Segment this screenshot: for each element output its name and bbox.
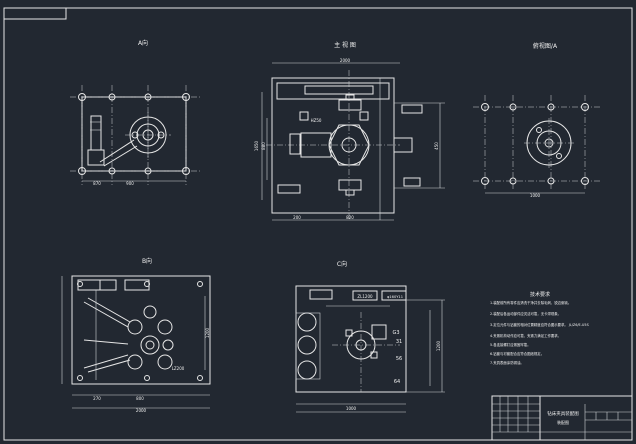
view-d-base xyxy=(295,285,407,393)
corner-tag-box xyxy=(3,7,67,20)
main-view-label: 主 视 图 xyxy=(334,41,356,49)
note-1: 1.装配前所有零件应清洗干净并去除毛刺，锐边倒钝。 xyxy=(490,300,571,305)
dim-c-right: 800 xyxy=(136,396,144,401)
note-6: 6.钻套与衬套配合应符合图纸规定。 xyxy=(490,351,544,356)
ann-d-center: G3 xyxy=(392,330,399,336)
note-2: 2.装配后各运动部件应灵活可靠，无卡滞现象。 xyxy=(490,311,561,316)
dim-c-total: 2000 xyxy=(136,408,147,413)
notes-title: 技术要求 xyxy=(530,291,550,298)
dim-main-left-a: 1650 xyxy=(254,140,259,151)
view-c: B向 1200 270 800 2000 LZ200 xyxy=(61,257,211,413)
ann-d-table: ZL1200 xyxy=(357,294,373,299)
view-b-label: 俯视图/A xyxy=(533,42,558,50)
title-block-name: 钻床夹具装配图 xyxy=(547,410,579,417)
note-5: 5.各连接螺钉应紧固牢靠。 xyxy=(490,342,531,347)
main-hatched-strip xyxy=(304,85,374,95)
view-a-base xyxy=(81,96,187,172)
view-c-hatched-block xyxy=(99,279,117,291)
view-d: C向 ZL1200 φ160Y11 1200 G3 31 56 64 1000 xyxy=(295,260,445,413)
dim-a-left: 870 xyxy=(93,181,101,186)
view-b: 俯视图/A 1000 xyxy=(473,42,600,198)
dim-a-right: 900 xyxy=(126,181,134,186)
view-c-base xyxy=(71,275,211,385)
view-d-label: C向 xyxy=(337,260,347,268)
ann-d-box: φ160Y11 xyxy=(387,295,403,299)
view-a: A向 870 900 xyxy=(70,39,200,186)
note-7: 7.夹具表面涂防锈油。 xyxy=(490,360,524,365)
dim-c-side: 1200 xyxy=(205,327,210,338)
technical-notes: 技术要求 1.装配前所有零件应清洗干净并去除毛刺，锐边倒钝。 2.装配后各运动部… xyxy=(490,291,589,365)
dim-main-bottom-b: 820 xyxy=(346,215,354,220)
dim-top-main: 2000 xyxy=(340,58,351,63)
dim-main-left-b: 880 xyxy=(261,142,266,150)
view-c-label: B向 xyxy=(142,257,152,265)
title-block-sub: 装配图 xyxy=(557,419,569,425)
view-a-label: A向 xyxy=(138,39,148,47)
ann-d-64: 64 xyxy=(394,379,400,385)
dim-d-side: 1200 xyxy=(436,340,441,351)
ann-d-56: 56 xyxy=(396,356,402,362)
dim-main-right: 450 xyxy=(434,142,439,150)
note-3: 3.定位元件与钻套的相对位置精度应符合图示要求。 JL/Z6/E-U5S xyxy=(490,322,589,327)
ann-d-31: 31 xyxy=(396,339,402,345)
dim-c-left: 270 xyxy=(93,396,101,401)
title-block: 钻床夹具装配图 装配图 xyxy=(491,395,633,441)
dim-main-bottom-a: 200 xyxy=(293,215,301,220)
sheet-border xyxy=(3,7,633,441)
view-d-hatched-block xyxy=(309,289,333,300)
main-view: 主 视 图 2000 1650 880 450 200 820 xyxy=(254,41,445,221)
dim-b-total: 1000 xyxy=(530,193,541,198)
ann-c-box: LZ200 xyxy=(172,366,185,371)
ann-main-head: HZ50 xyxy=(311,118,322,123)
dim-d-bottom: 1000 xyxy=(346,406,357,411)
note-4: 4.夹紧机构动作应可靠，夹紧力满足工作要求。 xyxy=(490,333,561,338)
